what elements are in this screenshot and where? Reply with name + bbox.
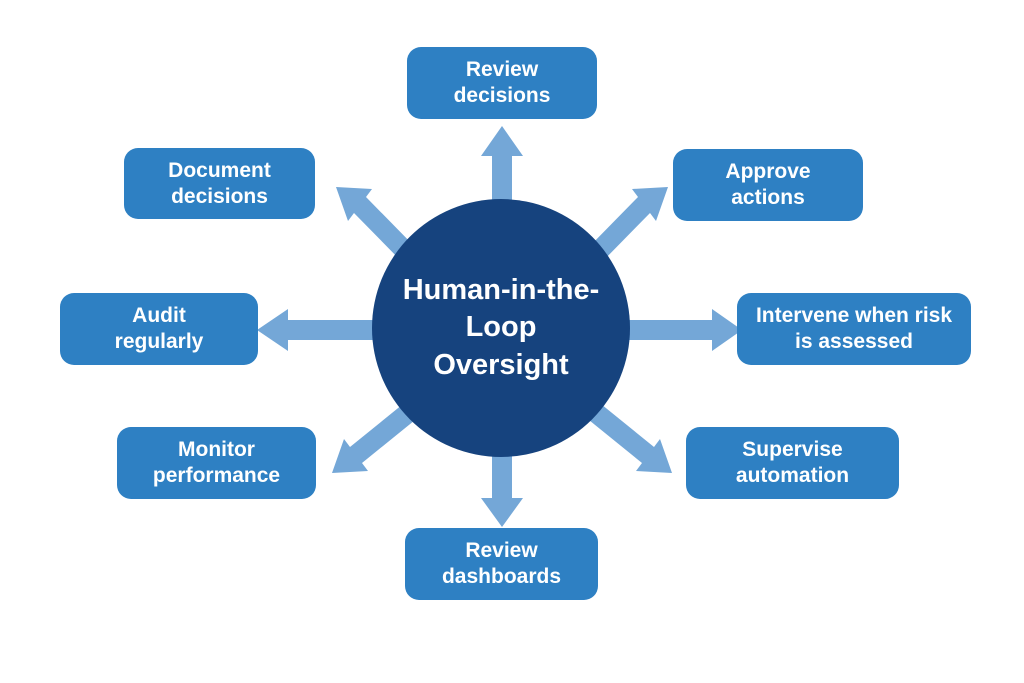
node-approve-actions: Approve actions	[673, 149, 863, 221]
arrow-up-left-icon	[336, 187, 417, 265]
node-review-dashboards: Review dashboards	[405, 528, 598, 600]
node-label: Review dashboards	[441, 539, 562, 588]
node-label: Intervene when risk is assessed	[755, 304, 953, 353]
node-intervene-when-risk: Intervene when risk is assessed	[737, 293, 971, 365]
arrow-up-right-icon	[587, 187, 668, 265]
node-review-decisions: Review decisions	[407, 47, 597, 119]
node-label: Review decisions	[453, 58, 551, 107]
arrow-left-icon	[257, 309, 380, 351]
arrow-down-right-icon	[584, 400, 672, 473]
node-label: Monitor performance	[152, 438, 281, 487]
arrow-up-icon	[481, 126, 523, 215]
node-label: Audit regularly	[114, 304, 204, 353]
node-label: Document decisions	[168, 158, 271, 208]
arrow-down-icon	[481, 445, 523, 527]
node-document-decisions: Document decisions	[124, 148, 315, 219]
node-monitor-performance: Monitor performance	[117, 427, 316, 499]
node-supervise-automation: Supervise automation	[686, 427, 899, 499]
node-label: Approve actions	[725, 160, 811, 209]
center-hub-label-line1: Human-in-the-Loop	[402, 274, 600, 344]
center-hub-label-line2: Oversight	[433, 348, 569, 381]
node-audit-regularly: Audit regularly	[60, 293, 258, 365]
arrow-down-left-icon	[332, 400, 420, 473]
arrow-right-icon	[625, 309, 742, 351]
center-hub: Human-in-the-Loop Oversight	[372, 199, 630, 457]
node-label: Supervise automation	[735, 438, 850, 487]
